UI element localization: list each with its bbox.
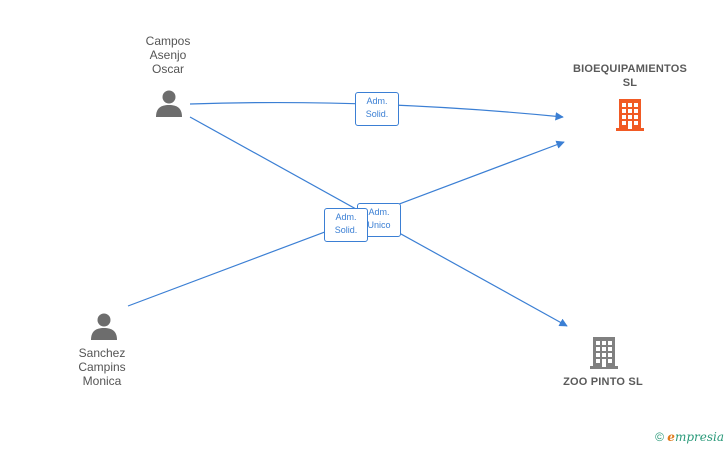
copyright-symbol: © bbox=[655, 430, 664, 444]
edge-label-sanchez-bioequipamientos[interactable]: Adm. Solid. bbox=[324, 208, 368, 242]
node-sanchez-label: Sanchez Campins Monica bbox=[78, 346, 126, 388]
node-bioequipamientos-label[interactable]: BIOEQUIPAMIENTOS SL bbox=[572, 63, 688, 89]
person-icon[interactable] bbox=[89, 311, 119, 341]
node-campos-label: Campos Asenjo Oscar bbox=[145, 34, 191, 76]
building-icon[interactable] bbox=[614, 97, 646, 131]
person-icon[interactable] bbox=[154, 88, 184, 118]
edge-label-campos-bioequipamientos[interactable]: Adm. Solid. bbox=[355, 92, 399, 126]
node-zoo-pinto-label[interactable]: ZOO PINTO SL bbox=[563, 376, 643, 388]
empresia-watermark: © empresia bbox=[655, 430, 724, 444]
brand-initial: e bbox=[667, 430, 675, 444]
brand-name: mpresia bbox=[674, 430, 724, 444]
building-icon[interactable] bbox=[588, 335, 620, 369]
